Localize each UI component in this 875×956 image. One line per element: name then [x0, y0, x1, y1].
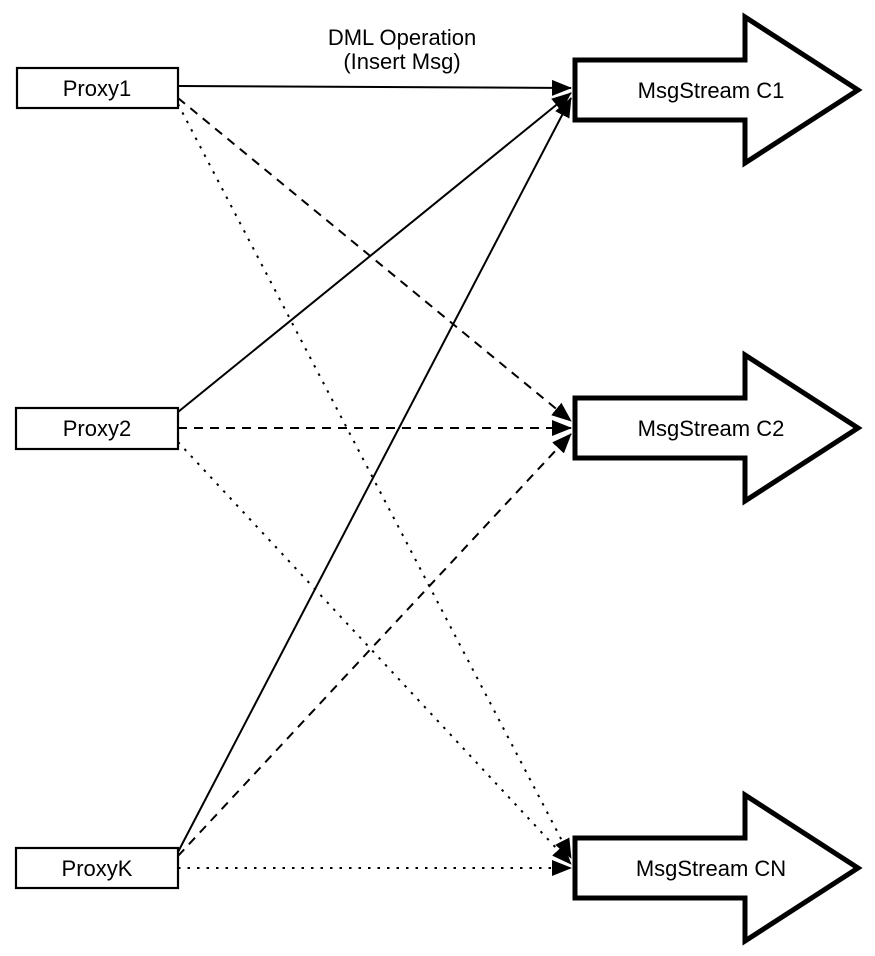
msgstream-cn-arrow-shape: [572, 790, 863, 946]
edge-proxyk-to-msgstream-c1: [177, 97, 572, 853]
node-msgstream-c1: MsgStream C1: [572, 12, 863, 168]
node-proxy1: Proxy1: [15, 66, 180, 110]
edge-label-dml-operation: DML Operation (Insert Msg): [328, 25, 476, 74]
edge-label-line1: DML Operation: [328, 25, 476, 50]
edge-proxy1-to-msgstream-c1: [177, 79, 572, 96]
msgstream-c1-label: MsgStream C1: [638, 78, 785, 103]
proxy2-label: Proxy2: [63, 416, 131, 441]
proxy1-label: Proxy1: [63, 76, 131, 101]
edge-proxy2-to-msgstream-cn: [177, 441, 572, 865]
edge-proxy2-to-msgstream-c1: [177, 92, 572, 413]
proxy1-box-shape: [15, 66, 180, 110]
node-proxy2: Proxy2: [14, 406, 180, 451]
edge-proxy1-to-msgstream-cn: [177, 103, 572, 859]
msgstream-c2-arrow-shape: [572, 350, 863, 506]
node-proxyk: ProxyK: [14, 846, 180, 890]
node-msgstream-cn: MsgStream CN: [572, 790, 863, 946]
edge-label-line2: (Insert Msg): [343, 49, 460, 74]
edge-proxy1-to-msgstream-c2: [177, 97, 572, 422]
node-msgstream-c2: MsgStream C2: [572, 350, 863, 506]
edge-group: [177, 79, 572, 876]
msgstream-cn-label: MsgStream CN: [636, 856, 786, 881]
edge-proxyk-to-msgstream-c2: [177, 433, 572, 857]
proxy2-box-shape: [14, 406, 180, 451]
msgstream-c1-arrow-shape: [572, 12, 863, 168]
msgstream-c2-label: MsgStream C2: [638, 416, 785, 441]
proxyk-label: ProxyK: [62, 856, 133, 881]
proxyk-box-shape: [14, 846, 180, 890]
